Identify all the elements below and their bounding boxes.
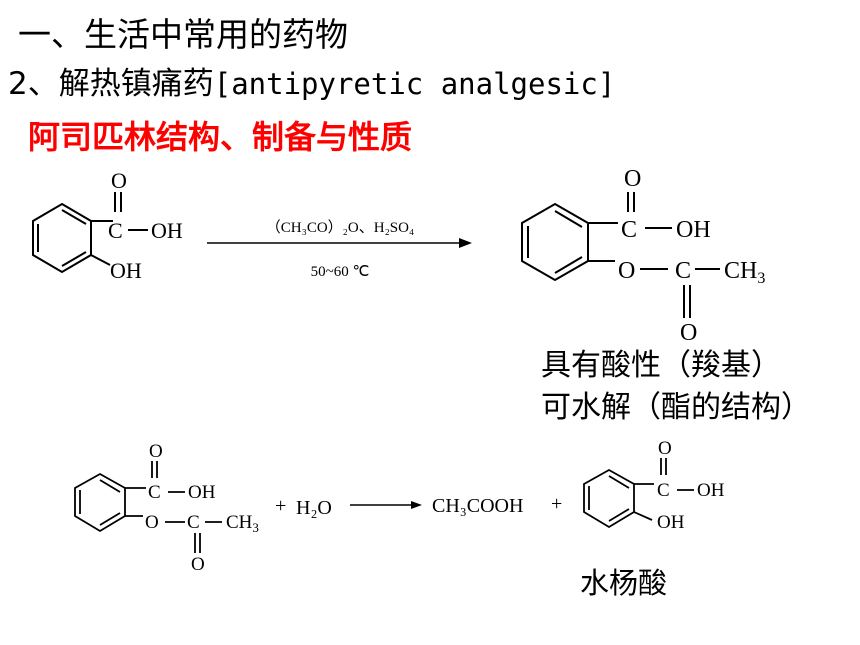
heading-topic: 2、解热镇痛药[antipyretic analgesic] <box>8 58 615 103</box>
heading-topic-en: [antipyretic analgesic] <box>213 67 616 101</box>
hydrolysis-reactant-acid-c: C <box>148 482 161 503</box>
water-formula: H₂O <box>296 497 332 519</box>
hydrolysis-reactant-ester-c: C <box>187 512 200 533</box>
salicylic-acid-name: 水杨酸 <box>580 566 668 600</box>
conditions-label: 50~60 ℃ <box>311 264 370 280</box>
reactant-benzene-ring <box>32 192 148 274</box>
reaction-arrow-head <box>459 238 472 248</box>
hydrolysis-product-phenol-oh: OH <box>657 512 685 533</box>
product-ester-o: O <box>618 258 635 284</box>
reagents-label: （CH₃CO）₂O、H₂SO₄ <box>266 219 414 236</box>
heading-aspirin: 阿司匹林结构、制备与性质 <box>28 118 413 156</box>
note-acidity: 具有酸性（羧基） <box>541 348 781 383</box>
reactant-acid-c: C <box>108 218 123 243</box>
hydrolysis-product-carbonyl-o: O <box>658 438 672 459</box>
note-hydrolysis: 可水解（酯的结构） <box>541 390 811 425</box>
heading-topic-cn: 2、解热镇痛药 <box>8 66 214 102</box>
hydrolysis-reactant-ch3: CH3 <box>226 512 259 535</box>
hydrolysis-reactant-ring <box>74 461 222 553</box>
reactant-carbonyl-o: O <box>111 168 127 193</box>
product-carbonyl-o: O <box>624 166 641 192</box>
plus-sign-1: + <box>275 495 286 517</box>
product-benzene-ring <box>521 192 720 318</box>
reactant-oh: OH <box>151 218 183 243</box>
hydrolysis-product-ring <box>583 458 694 529</box>
hydrolysis-reactant-ester-carbonyl-o: O <box>191 554 205 575</box>
hydrolysis-reactant-ester-o: O <box>145 512 159 533</box>
heading-section: 一、生活中常用的药物 <box>18 15 348 54</box>
hydrolysis-reactant-oh: OH <box>188 482 216 503</box>
plus-sign-2: + <box>551 493 562 515</box>
product-ester-c: C <box>675 258 691 284</box>
product-ester-carbonyl-o: O <box>680 320 697 346</box>
product-ch3: CH3 <box>724 258 765 287</box>
acetic-acid-formula: CH₃COOH <box>432 495 523 517</box>
product-acid-c: C <box>621 217 637 243</box>
reactant-phenol-oh: OH <box>110 258 142 283</box>
hydrolysis-reactant-carbonyl-o: O <box>149 441 163 462</box>
reaction-synthesis-diagram: O C OH OH （CH₃CO）₂O、H₂SO₄ 50~60 ℃ O C OH… <box>32 166 765 346</box>
hydrolysis-product-acid-c: C <box>657 480 670 501</box>
reaction-hydrolysis-diagram: O C OH O C CH3 O + H₂O CH₃COOH + O C OH … <box>74 438 725 575</box>
hydrolysis-arrow-head <box>411 501 422 509</box>
product-oh: OH <box>676 217 711 243</box>
hydrolysis-product-oh: OH <box>697 480 725 501</box>
